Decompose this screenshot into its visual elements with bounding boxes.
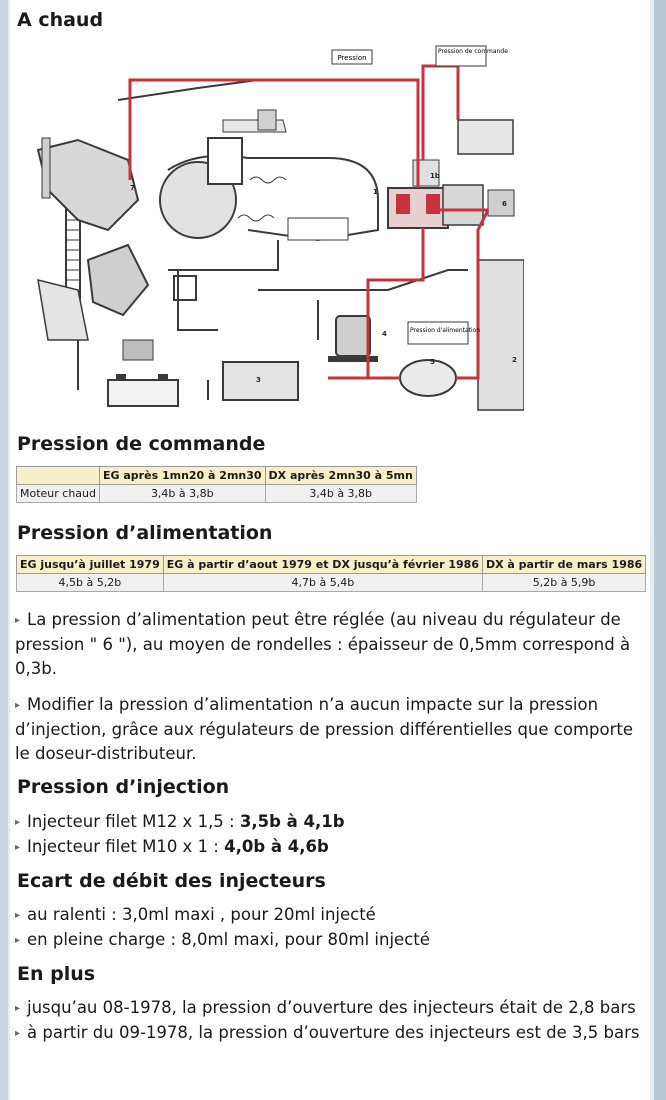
table-cell: 5,2b à 5,9b — [481, 573, 647, 592]
pump-filter-drawing — [222, 315, 457, 401]
bullet-icon: ▸ — [15, 842, 21, 853]
list-item: ▸à partir du 09-1978, la pression d’ouve… — [15, 1021, 650, 1046]
table-row: Moteur chaud 3,4b à 3,8b 3,4b à 3,8b — [15, 484, 417, 503]
bullet-icon: ▸ — [15, 935, 21, 946]
paragraph-reglage: ▸La pression d’alimentation peut être ré… — [15, 608, 650, 681]
section-title-a-chaud: A chaud — [17, 9, 104, 31]
fuel-system-diagram: Pression Pression de commande Pression d… — [18, 40, 525, 412]
table-header-cell: EG jusqu’à juillet 1979 — [16, 555, 164, 574]
paragraph-impact: ▸Modifier la pression d’alimentation n’a… — [15, 693, 650, 766]
label-pression-commande: Pression de commande — [438, 48, 508, 55]
list-item-value: 4,0b à 4,6b — [224, 837, 329, 856]
paragraph-text: Modifier la pression d’alimentation n’a … — [15, 695, 633, 763]
table-pression-alimentation: EG jusqu’à juillet 1979 EG à partir d’ao… — [16, 555, 647, 592]
label-part-2: 2 — [512, 356, 517, 364]
table-cell: Moteur chaud — [15, 484, 101, 503]
table-header-cell: EG à partir d’aout 1979 et DX jusqu’à fé… — [162, 555, 483, 574]
diagram-callouts: Pression Pression de commande Pression d… — [331, 45, 508, 345]
table-cell: 4,5b à 5,2b — [16, 573, 164, 592]
engine-block-drawing — [36, 137, 197, 407]
left-page-edge — [0, 0, 8, 1100]
list-item: ▸Injecteur filet M12 x 1,5 : 3,5b à 4,1b — [15, 810, 650, 835]
list-injection: ▸Injecteur filet M12 x 1,5 : 3,5b à 4,1b… — [15, 810, 650, 860]
label-part-4: 4 — [382, 330, 387, 338]
paragraph-text: La pression d’alimentation peut être rég… — [15, 610, 631, 678]
table-cell: 3,4b à 3,8b — [264, 484, 417, 503]
label-pression-alimentation: Pression d'alimentation — [410, 327, 480, 334]
list-item: ▸Injecteur filet M10 x 1 : 4,0b à 4,6b — [15, 835, 650, 860]
label-part-5: 5 — [430, 358, 435, 366]
bullet-icon: ▸ — [15, 910, 21, 921]
fuel-distributor-drawing — [387, 119, 525, 411]
right-scrollbar-track[interactable] — [654, 0, 666, 1100]
list-item: ▸au ralenti : 3,0ml maxi , pour 20ml inj… — [15, 903, 650, 928]
label-part-1: 1 — [373, 188, 378, 196]
mixture-control-drawing — [159, 109, 379, 271]
list-ecart: ▸au ralenti : 3,0ml maxi , pour 20ml inj… — [15, 903, 650, 953]
heading-pression-commande: Pression de commande — [17, 433, 266, 455]
table-header-row: EG après 1mn20 à 2mn30 DX après 2mn30 à … — [15, 466, 417, 485]
heading-ecart-debit: Ecart de débit des injecteurs — [17, 870, 326, 892]
label-part-3: 3 — [256, 376, 261, 384]
label-part-7: 7 — [130, 184, 135, 192]
heading-pression-injection: Pression d’injection — [17, 776, 230, 798]
list-en-plus: ▸jusqu’au 08-1978, la pression d’ouvertu… — [15, 996, 650, 1046]
list-item: ▸jusqu’au 08-1978, la pression d’ouvertu… — [15, 996, 650, 1021]
label-pression: Pression — [337, 54, 366, 62]
article-content: A chaud — [10, 0, 650, 1100]
bullet-icon: ▸ — [15, 1003, 21, 1014]
table-pression-commande: EG après 1mn20 à 2mn30 DX après 2mn30 à … — [15, 466, 417, 503]
fuel-system-diagram-svg: Pression Pression de commande Pression d… — [18, 40, 525, 412]
table-cell: 3,4b à 3,8b — [99, 484, 266, 503]
bullet-icon: ▸ — [15, 700, 21, 711]
heading-pression-alimentation: Pression d’alimentation — [17, 522, 273, 544]
table-row: 4,5b à 5,2b 4,7b à 5,4b 5,2b à 5,9b — [16, 573, 647, 592]
label-part-1b: 1b — [430, 172, 440, 180]
table-header-cell — [15, 466, 101, 485]
list-item-value: 3,5b à 4,1b — [239, 812, 345, 831]
table-cell: 4,7b à 5,4b — [162, 573, 483, 592]
table-header-cell: EG après 1mn20 à 2mn30 — [99, 466, 266, 485]
table-header-cell: DX à partir de mars 1986 — [481, 555, 647, 574]
bullet-icon: ▸ — [15, 615, 21, 626]
label-part-6: 6 — [502, 200, 507, 208]
bullet-icon: ▸ — [15, 817, 21, 828]
bullet-icon: ▸ — [15, 1028, 21, 1039]
table-header-row: EG jusqu’à juillet 1979 EG à partir d’ao… — [16, 555, 647, 574]
list-item: ▸en pleine charge : 8,0ml maxi, pour 80m… — [15, 928, 650, 953]
heading-en-plus: En plus — [17, 963, 96, 985]
table-header-cell: DX après 2mn30 à 5mn — [264, 466, 417, 485]
